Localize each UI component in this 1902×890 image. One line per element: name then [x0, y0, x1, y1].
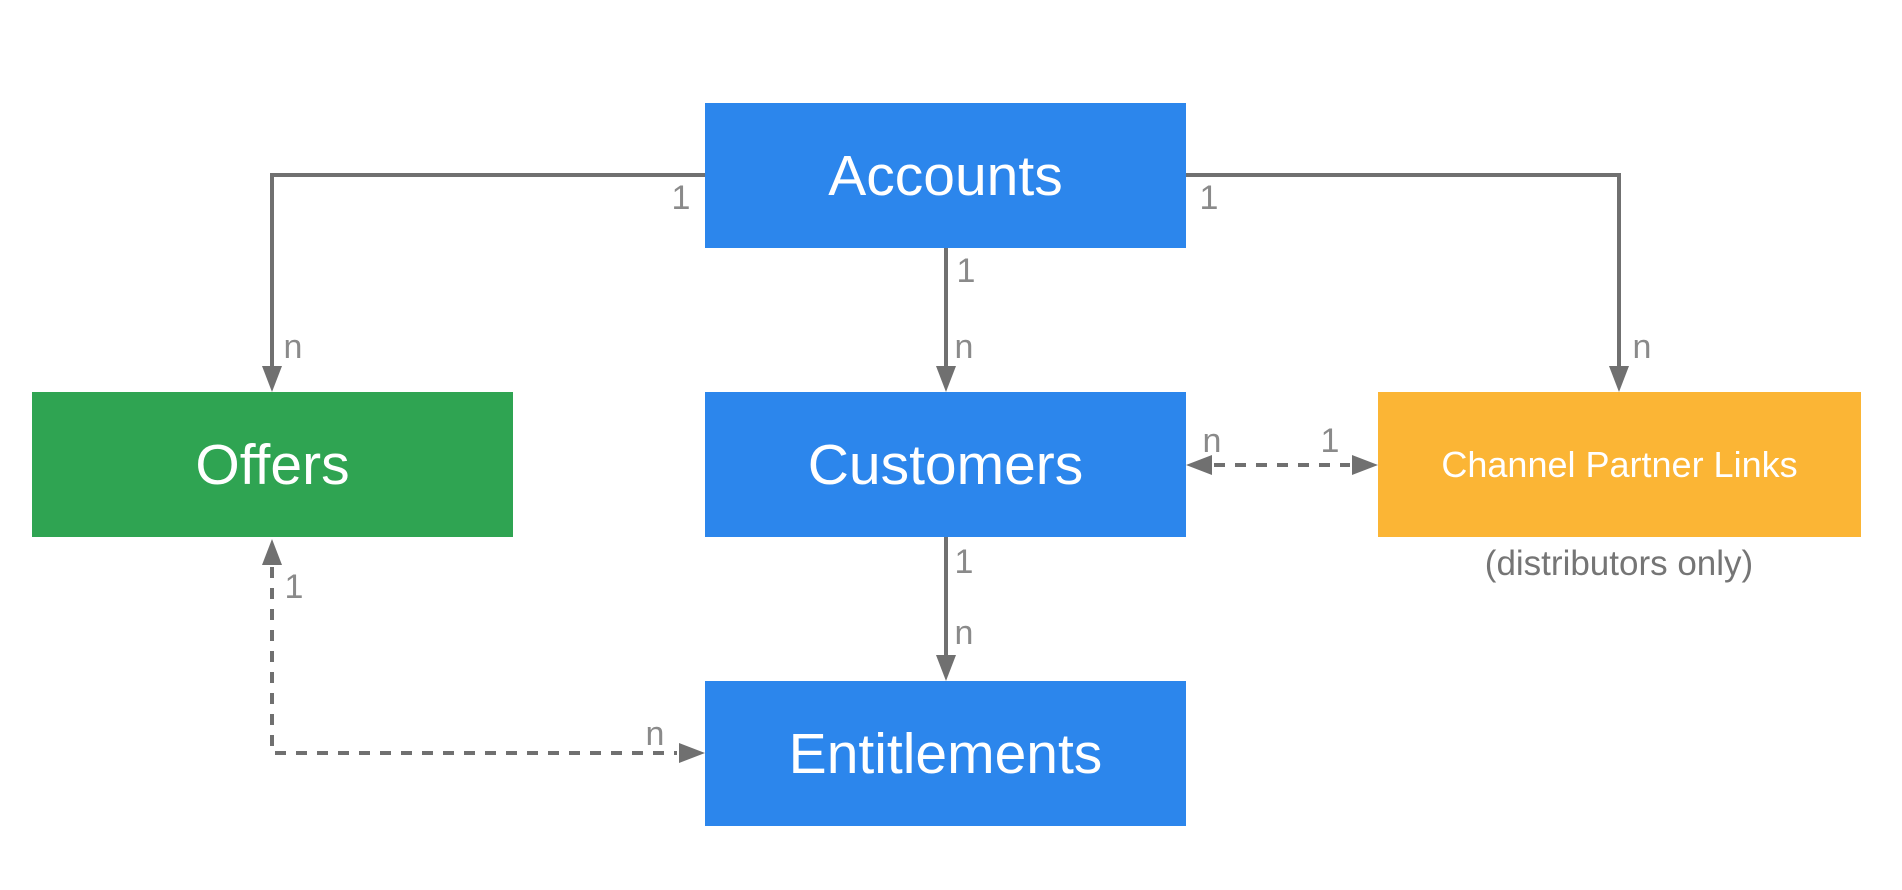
arrowhead-right-icon — [1352, 455, 1378, 475]
edge-cardinality-label: 1 — [672, 179, 691, 217]
arrowhead-down-icon — [936, 366, 956, 392]
arrowhead-left-icon — [1186, 455, 1212, 475]
edge-cardinality-label: n — [1633, 328, 1652, 366]
arrowhead-down-icon — [936, 655, 956, 681]
arrowhead-down-icon — [1609, 366, 1629, 392]
edge-cardinality-label: n — [646, 715, 665, 753]
edge-cardinality-label: 1 — [1200, 179, 1219, 217]
node-customers-label: Customers — [807, 432, 1084, 497]
node-entitlements-label: Entitlements — [788, 721, 1103, 786]
edge-cardinality-label: n — [955, 328, 974, 366]
node-entitlements: Entitlements — [705, 681, 1186, 826]
edge-cardinality-label: n — [1203, 422, 1222, 460]
distributors-only-caption: (distributors only) — [1484, 544, 1754, 583]
edge-cardinality-label: 1 — [957, 252, 976, 290]
node-offers: Offers — [32, 392, 513, 537]
edge-cardinality-label: 1 — [955, 543, 974, 581]
node-offers-label: Offers — [195, 432, 350, 497]
edge-cardinality-label: 1 — [1321, 422, 1340, 460]
edge-cardinality-label: n — [955, 614, 974, 652]
arrowhead-right-icon — [679, 743, 705, 763]
edge-accounts-to-channel-partner-links — [1186, 173, 1621, 366]
arrowhead-down-icon — [262, 366, 282, 392]
node-customers: Customers — [705, 392, 1186, 537]
node-channel-partner-links-label: Channel Partner Links — [1441, 443, 1798, 485]
node-accounts-label: Accounts — [828, 143, 1063, 208]
edge-entitlements-offers — [270, 567, 677, 755]
node-accounts: Accounts — [705, 103, 1186, 248]
edge-accounts-to-offers — [270, 173, 705, 366]
arrowhead-up-icon — [262, 539, 282, 565]
edge-cardinality-label: n — [284, 328, 303, 366]
node-channel-partner-links: Channel Partner Links — [1378, 392, 1861, 537]
edge-cardinality-label: 1 — [285, 568, 304, 606]
